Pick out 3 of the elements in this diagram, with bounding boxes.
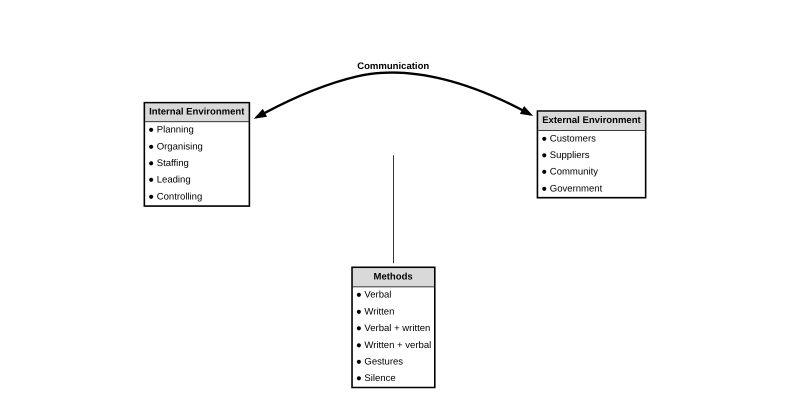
arrow: [254, 71, 534, 119]
edge-label: Communication: [357, 60, 430, 72]
connector: [393, 154, 394, 264]
